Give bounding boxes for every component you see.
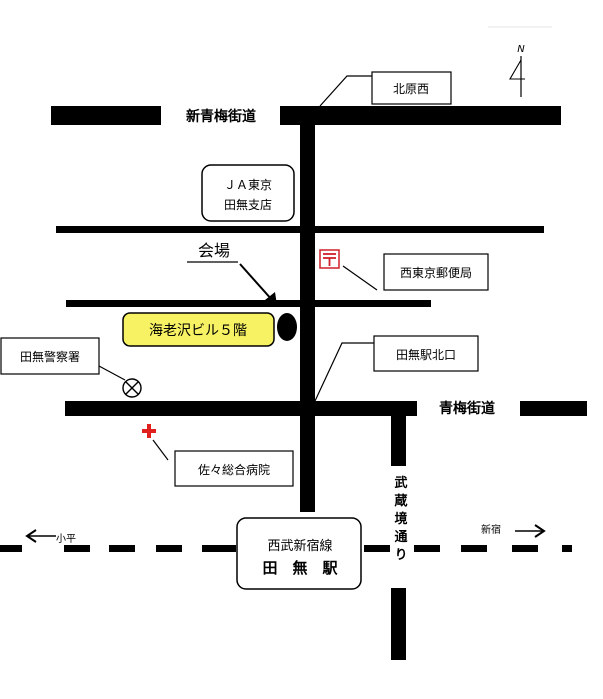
police-icon (122, 378, 142, 398)
road-ome-east (520, 401, 587, 416)
north-arrow-icon: N (509, 44, 525, 97)
hospital-icon (142, 424, 156, 438)
box-police (0, 337, 100, 375)
label-shin-ome-kaido: 新青梅街道 (186, 108, 256, 125)
label-ja-line2: 田無支店 (224, 197, 272, 212)
label-station-name: 田 無 駅 (262, 559, 338, 577)
road-shin-ome-west (51, 106, 161, 125)
label-venue-building: 海老沢ビル５階 (149, 323, 247, 339)
box-ja-tokyo (201, 164, 295, 222)
venue-pointer-arrow (239, 263, 277, 305)
road-shin-ome-east (280, 106, 561, 125)
label-musashi-sakai-dori: 武蔵境通り (392, 475, 408, 561)
label-police: 田無警察署 (20, 349, 80, 364)
street-ja-line (56, 226, 544, 233)
box-north-exit (373, 335, 479, 372)
railway-seibu-shinjuku-line (0, 545, 572, 552)
label-hospital: 佐々総合病院 (198, 462, 270, 477)
label-shinjuku: 新宿 (481, 523, 501, 536)
road-ome-west (65, 401, 417, 416)
leader-kitaharanishi (319, 75, 372, 107)
venue-marker (277, 313, 297, 341)
label-ome-kaido: 青梅街道 (439, 400, 495, 417)
leader-north-exit (314, 342, 374, 402)
road-musashi-upper (391, 416, 406, 466)
label-station-line: 西武新宿線 (267, 538, 332, 554)
leader-hospital (152, 439, 169, 461)
post-office-icon (319, 249, 340, 269)
arrow-right-icon (515, 524, 546, 538)
box-venue-building (122, 312, 275, 347)
arrow-left-icon (25, 529, 56, 543)
label-kitaharanishi: 北原西 (393, 82, 429, 96)
label-north-exit: 田無駅北口 (396, 347, 456, 362)
road-main-vertical (300, 106, 315, 512)
leader-post-office (342, 265, 378, 291)
label-ja-line1: ＪＡ東京 (224, 178, 272, 192)
north-label: N (517, 44, 525, 55)
street-venue-line (66, 300, 431, 307)
road-musashi-lower (391, 588, 406, 660)
box-post-office (383, 253, 489, 291)
box-hospital (174, 450, 294, 487)
station-box (236, 517, 362, 590)
label-post-office: 西東京郵便局 (400, 266, 472, 280)
label-venue: 会場 (198, 241, 230, 260)
box-kitaharanishi (371, 71, 452, 105)
leader-police (98, 365, 126, 381)
label-kodaira: 小平 (56, 533, 76, 545)
